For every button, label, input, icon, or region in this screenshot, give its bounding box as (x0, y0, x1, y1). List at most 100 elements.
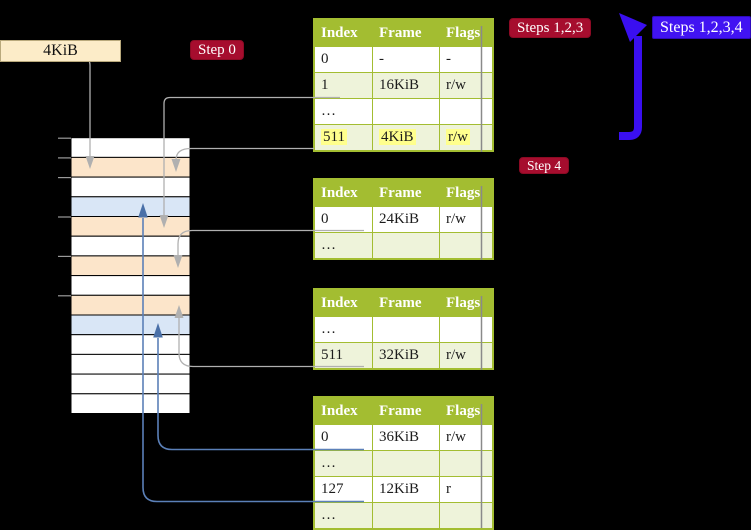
table-cell (372, 450, 440, 477)
step0-badge: Step 0 (190, 40, 244, 60)
page-size-label: 4KiB (0, 40, 121, 62)
column-header: Frame (372, 178, 440, 207)
step4-badge: Step 4 (519, 157, 570, 174)
column-header: Index (313, 18, 373, 47)
column-header: Index (313, 288, 373, 317)
table-cell: r (439, 476, 494, 503)
table-cell: r/w (439, 206, 494, 233)
memory-column (70, 137, 191, 414)
table-row: 0-- (313, 46, 494, 73)
table-cell: … (313, 98, 373, 125)
memory-stripe-blue (70, 196, 191, 218)
axis-ticks (58, 137, 71, 297)
memory-stripe-peach (70, 294, 191, 316)
table-cell: 12KiB (372, 476, 440, 503)
table-cell: - (439, 46, 494, 73)
table-cell (372, 98, 440, 125)
arrow-table4-row0-head (153, 323, 163, 338)
column-header: Flags (439, 18, 494, 47)
memory-stripe-peach (70, 216, 191, 237)
column-header: Frame (372, 396, 440, 425)
table-cell: 0 (313, 206, 373, 233)
arrow-table4-row127-head (138, 203, 148, 218)
table-cell: - (372, 46, 440, 73)
memory-stripe-white (70, 235, 191, 257)
table-cell (372, 502, 440, 530)
memory-stripe-white (70, 373, 191, 395)
highlighted-value: 511 (321, 129, 347, 145)
table-cell: 511 (313, 124, 373, 152)
table-cell: 32KiB (372, 342, 440, 370)
table-cell: r/w (439, 124, 494, 152)
column-header: Index (313, 396, 373, 425)
page-size-text: 4KiB (43, 42, 78, 59)
table-cell (439, 232, 494, 260)
steps-1234-badge: Steps 1,2,3,4 (652, 16, 751, 39)
arrow-table1-row1-head (159, 215, 169, 228)
highlighted-value: r/w (446, 129, 470, 145)
arrow-4kib-to-frame-head (85, 156, 95, 169)
table-cell: 24KiB (372, 206, 440, 233)
arrow-4kib-to-frame (83, 56, 91, 157)
memory-stripe-peach (70, 255, 191, 277)
loop-arrow-shaft (619, 36, 642, 140)
column-header: Flags (439, 178, 494, 207)
table-cell: r/w (439, 72, 494, 99)
column-header: Flags (439, 288, 494, 317)
arrow-table1-row511-head (171, 159, 181, 172)
memory-stripe-white (70, 176, 191, 198)
table-cell: 127 (313, 476, 373, 503)
table-cell: r/w (439, 424, 494, 451)
column-header: Flags (439, 396, 494, 425)
memory-stripe-blue (70, 314, 191, 336)
steps-123-badge: Steps 1,2,3 (509, 18, 592, 38)
arrow-table1-row511 (175, 147, 314, 161)
table-cell: 16KiB (372, 72, 440, 99)
memory-stripe-peach (70, 156, 191, 178)
table-row: 511 4KiB r/w (313, 124, 494, 152)
column-header: Frame (372, 18, 440, 47)
table-cell: … (313, 450, 373, 477)
arrow-table3-row511-head (174, 305, 184, 318)
table-cell: 0 (313, 46, 373, 73)
table-cell (372, 232, 440, 260)
memory-stripe-white (70, 353, 191, 375)
column-header: Frame (372, 288, 440, 317)
table-cell: r/w (439, 342, 494, 370)
table-cell (439, 450, 494, 477)
table-cell: … (313, 316, 373, 343)
table-cell (372, 316, 440, 343)
table-cell: 36KiB (372, 424, 440, 451)
column-header: Index (313, 178, 373, 207)
memory-stripe-white (70, 137, 191, 158)
table-cell (439, 502, 494, 530)
table-cell: … (313, 502, 373, 530)
loop-arrow (619, 13, 647, 140)
loop-arrow-head (619, 13, 647, 42)
table-cell: 1 (313, 72, 373, 99)
table-row: … (313, 98, 494, 125)
memory-stripe-white (70, 275, 191, 296)
table-row: … (313, 502, 494, 530)
table-row: … (313, 232, 494, 260)
highlighted-value: 4KiB (379, 129, 416, 145)
table-cell: 4KiB (372, 124, 440, 152)
table-cell (439, 98, 494, 125)
table-row: … (313, 450, 494, 477)
table-cell: … (313, 232, 373, 260)
